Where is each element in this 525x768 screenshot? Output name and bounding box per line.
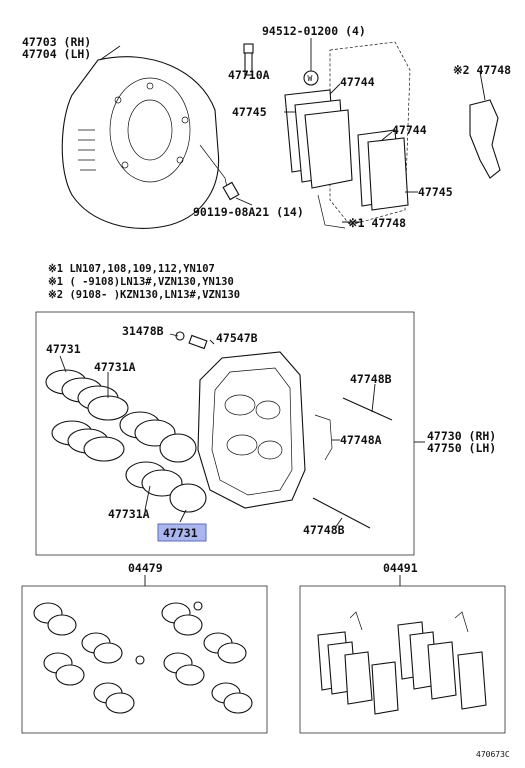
label-47748b-bot: 47748B: [303, 523, 345, 537]
label-31478b: 31478B: [122, 324, 164, 338]
label-47731-highlighted[interactable]: 47731: [163, 526, 198, 540]
label-47703: 47703 (RH): [22, 35, 91, 49]
label-47744-top: 47744: [340, 75, 375, 89]
label-47731a-top: 47731A: [94, 360, 136, 374]
label-90119: 90119-08A21 (14): [193, 205, 304, 219]
pin-47748b-bot: [312, 497, 371, 529]
label-47748b-top: 47748B: [350, 372, 392, 386]
bolt-90119: [222, 181, 253, 206]
highlight-47731: [157, 523, 207, 542]
w-mark: W: [308, 74, 313, 83]
label-47710a: 47710A: [228, 68, 270, 82]
label-04491: 04491: [383, 561, 418, 575]
caliper-ghost-outline: [329, 41, 411, 226]
note-1: ※1 LN107,108,109,112,YN107: [48, 263, 215, 275]
pistons-and-seals: [45, 369, 207, 513]
label-47748a: 47748A: [340, 433, 382, 447]
note-2: ※1 ( -9108)LN13#,VZN130,YN130: [48, 276, 234, 288]
label-47704: 47704 (LH): [22, 47, 91, 61]
shim-47748-right: [469, 99, 501, 179]
label-47731a-bot: 47731A: [108, 507, 150, 521]
label-47731-tl: 47731: [46, 342, 81, 356]
kit-04491-box: [299, 585, 506, 734]
pads-upper: [284, 89, 409, 211]
spring-47748a: [314, 414, 333, 461]
pin-47748b-top: [342, 397, 393, 421]
label-47748-bot: ※1 47748: [348, 216, 406, 230]
label-47744-right: 47744: [392, 123, 427, 137]
label-47745-top: 47745: [232, 105, 267, 119]
label-47547b: 47547B: [216, 331, 258, 345]
label-04479: 04479: [128, 561, 163, 575]
seal-kit-contents: [33, 601, 253, 714]
label-47750: 47750 (LH): [427, 441, 496, 455]
kit-04479-box: [21, 585, 268, 734]
pad-kit-contents: [317, 611, 487, 715]
note-3: ※2 (9108- )KZN130,LN13#,VZN130: [48, 289, 240, 301]
bolt-47710a: [243, 43, 254, 76]
label-47745-right: 47745: [418, 185, 453, 199]
figure-code: 470673C: [476, 750, 510, 759]
caliper-body: [197, 351, 306, 509]
label-47748-top: ※2 47748: [453, 63, 511, 77]
bleeder-screw: [175, 331, 208, 350]
caliper-box: [35, 311, 415, 556]
label-94512: 94512-01200 (4): [262, 24, 366, 38]
label-47730: 47730 (RH): [427, 429, 496, 443]
dust-cover: [61, 56, 229, 229]
clip-47748-lower: [317, 194, 346, 229]
